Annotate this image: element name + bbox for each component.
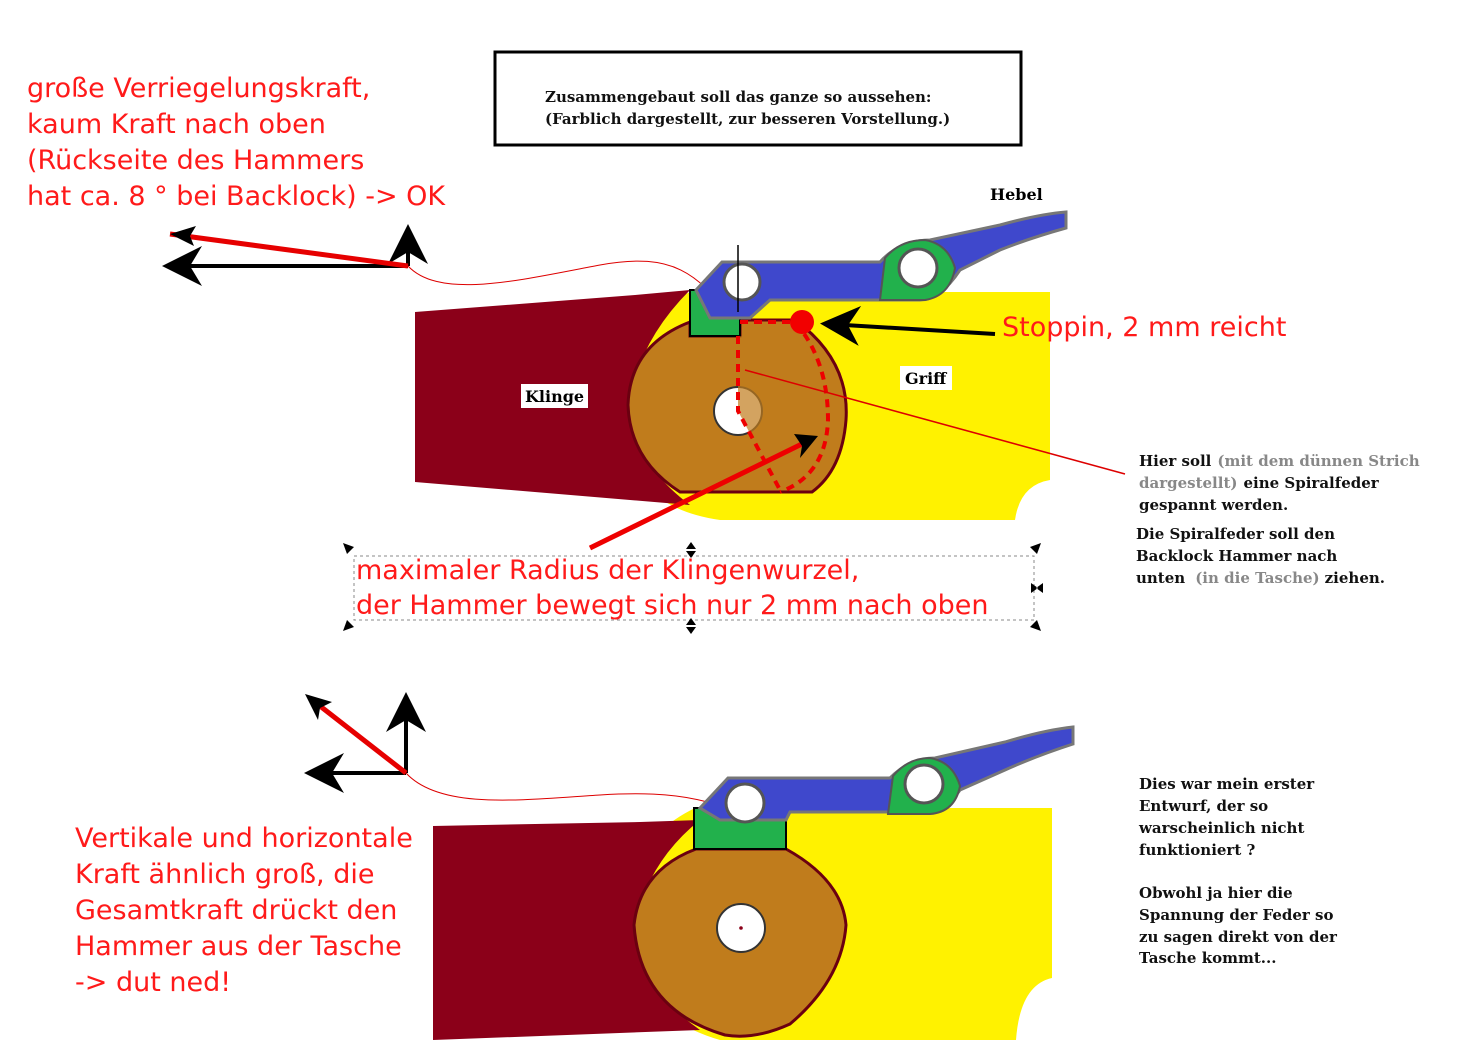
note-top-left: große Verriegelungskraft, kaum Kraft nac… [27,73,446,212]
handle-bottom [686,618,696,634]
label-griff-bg [900,366,952,390]
resultant-arrow-head-bottom [305,694,332,720]
radius-dashed-arc [740,320,831,494]
note-bottom-right-line-9: Tasche kommt... [1139,949,1276,967]
stoppin-arrow [820,305,996,346]
handle-bl [343,620,354,631]
spring-note-l1b: (mit dem dünnen Strich [1217,452,1419,470]
label-klinge-bg [521,384,588,408]
pivot-center-dot [739,926,743,930]
title-frame [493,50,1023,147]
label-griff: Griff [905,369,947,388]
title-line-1: Zusammengebaut soll das ganze so aussehe… [545,88,931,106]
spring-note-l6b: (in die Tasche) [1195,569,1319,587]
handle-right [1031,583,1043,593]
note-bottom-right-line-6: Obwohl ja hier die [1139,884,1293,902]
stoppin-note: Stoppin, 2 mm reicht [1002,312,1286,343]
radius-note-line-1: maximaler Radius der Klingenwurzel, [356,555,859,586]
force-vectors-top [162,224,735,320]
label-hebel: Hebel [990,185,1043,204]
resultant-force-arrow [169,231,409,269]
spring-note-line-1: Hier soll (mit dem dünnen Strich [1139,452,1420,470]
handle-br [1030,620,1041,631]
note-bottom-right-line-3: warscheinlich nicht [1138,819,1304,837]
note-bottom-left-line-3: Gesamtkraft drückt den [75,895,397,926]
selection-handles [343,542,1043,634]
spring-note-line-3: gespannt werden. [1139,496,1288,514]
resultant-arrow-head [170,226,196,246]
stop-pin [790,310,814,334]
note-bottom-left-line-5: -> dut ned! [75,967,231,998]
resultant-force-arrow-bottom [318,704,408,775]
spring-note-line-5: Backlock Hammer nach [1136,547,1337,565]
lever-pivot-hole [897,247,939,289]
lever-front-hole-bottom [724,782,766,824]
spring-note-l2b: eine Spiralfeder [1243,474,1379,492]
note-bottom-right-line-4: funktioniert ? [1139,841,1255,859]
note-bottom-right-line-8: zu sagen direkt von der [1139,928,1338,946]
note-bottom-right-line-1: Dies war mein erster [1139,775,1315,793]
handle-top [686,542,696,558]
radius-note-line-2: der Hammer bewegt sich nur 2 mm nach obe… [356,590,988,621]
spring-note-line-2: dargestellt) eine Spiralfeder [1139,474,1380,492]
radius-arrow [588,437,812,551]
note-top-left-line-1: große Verriegelungskraft, [27,73,370,104]
lever-pivot-hole-bottom [903,763,945,805]
spring-note-l6c: ziehen. [1325,569,1385,587]
spring-note-line-4: Die Spiralfeder soll den [1136,525,1335,543]
knife-assembly-top [415,210,1126,551]
spring-note-line-6: unten (in die Tasche) ziehen. [1136,569,1385,587]
note-top-left-line-3: (Rückseite des Hammers [27,145,364,176]
label-klinge: Klinge [525,387,584,406]
spring-pointer-line [744,369,1126,475]
labels-top: Hebel Klinge Griff [521,185,1043,408]
handle-tr [1030,543,1041,554]
note-bottom-left: Vertikale und horizontale Kraft ähnlich … [75,823,413,998]
radius-arrow-head [794,434,818,458]
title-line-2: (Farblich dargestellt, zur besseren Vors… [545,110,950,128]
note-bottom-left-line-4: Hammer aus der Tasche [75,931,402,962]
radius-note: maximaler Radius der Klingenwurzel, der … [343,542,1043,634]
title-box: Zusammengebaut soll das ganze so aussehe… [493,50,1023,147]
spring-note-l1a: Hier soll [1139,452,1212,470]
spring-note: Hier soll (mit dem dünnen Strich dargeste… [1136,452,1420,587]
spring-note-l2a: dargestellt) [1139,474,1237,492]
blade-klinge-bottom [433,820,700,1040]
knife-assembly-bottom [433,725,1075,1040]
note-bottom-right: Dies war mein erster Entwurf, der so war… [1138,775,1338,967]
handle-tl [343,543,354,554]
lever-front-hole [722,262,762,302]
note-top-left-line-4: hat ca. 8 ° bei Backlock) -> OK [27,181,446,212]
note-bottom-left-line-2: Kraft ähnlich groß, die [75,859,374,890]
note-bottom-left-line-1: Vertikale und horizontale [75,823,413,854]
spring-note-l6a: unten [1136,569,1185,587]
note-top-left-line-2: kaum Kraft nach oben [27,109,326,140]
note-bottom-right-line-7: Spannung der Feder so [1139,906,1334,924]
note-bottom-right-line-2: Entwurf, der so [1139,797,1268,815]
force-vectors-bottom [304,692,780,832]
spring-dashed-line [736,336,782,491]
